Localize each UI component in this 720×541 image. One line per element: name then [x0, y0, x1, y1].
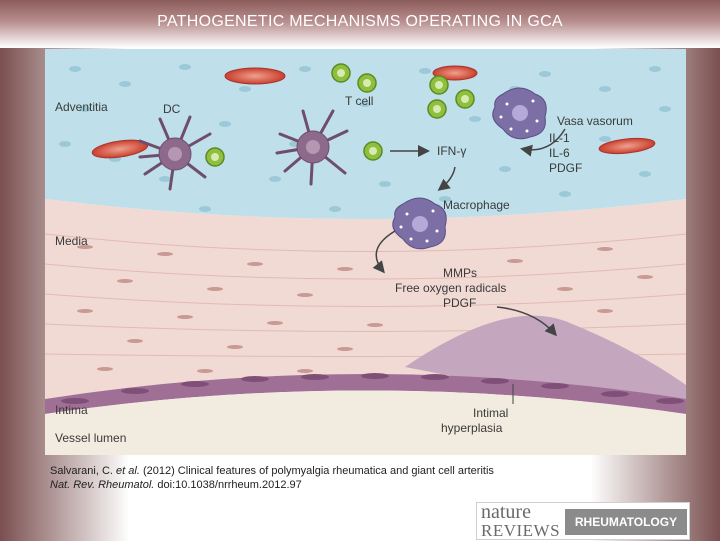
figure-citation: Salvarani, C. et al. (2012) Clinical fea…: [50, 464, 610, 492]
macrophage-media: [392, 197, 447, 250]
t-cell: [429, 75, 449, 95]
logo-journal-name: RHEUMATOLOGY: [565, 509, 687, 535]
t-cell: [205, 147, 225, 167]
red-blood-cell: [224, 67, 286, 85]
label-media: Media: [55, 234, 88, 248]
title-band: [0, 0, 720, 48]
t-cell: [455, 89, 475, 109]
citation-journal: Nat. Rev. Rheumatol.: [50, 479, 155, 491]
red-blood-cell: [598, 137, 656, 155]
label-intima: Intima: [55, 403, 88, 417]
label-vessel-lumen: Vessel lumen: [55, 431, 126, 445]
logo-nature-text: nature: [481, 501, 531, 523]
smooth-muscle-cells: [45, 233, 686, 357]
t-cell: [331, 63, 351, 83]
t-cell: [427, 99, 447, 119]
signaling-arrows: [372, 128, 566, 337]
citation-author: Salvarani, C.: [50, 465, 117, 477]
label-intimal: Intimal: [473, 406, 508, 420]
label-mmps: MMPs: [443, 266, 477, 280]
macrophage-to-mmps-arrow: [372, 230, 396, 274]
label-t-cell: T cell: [345, 94, 373, 108]
citation-line-2: Nat. Rev. Rheumatol. doi:10.1038/nrrheum…: [50, 478, 610, 492]
label-free-oxygen-radicals: Free oxygen radicals: [395, 281, 506, 295]
macrophage-to-cytokines-arrow: [520, 128, 566, 157]
label-pdgf-mid: PDGF: [443, 296, 476, 310]
citation-line-1: Salvarani, C. et al. (2012) Clinical fea…: [50, 464, 610, 478]
pathogenesis-figure: Adventitia DC T cell Vasa vasorum IL-1 I…: [45, 49, 686, 455]
t-cell: [363, 141, 383, 161]
macrophage-adventitia: [492, 87, 547, 140]
label-ifn-gamma: IFN-γ: [437, 144, 466, 158]
label-adventitia: Adventitia: [55, 100, 108, 114]
citation-title: (2012) Clinical features of polymyalgia …: [139, 465, 494, 477]
ifn-to-macrophage-arrow: [437, 166, 456, 191]
label-hyperplasia: hyperplasia: [441, 421, 503, 435]
citation-et-al: et al.: [116, 465, 140, 477]
red-blood-cell: [432, 65, 478, 81]
t-cells: [205, 63, 475, 167]
logo-reviews-text: REVIEWS: [481, 521, 561, 540]
smooth-muscle-nuclei: [77, 245, 653, 373]
label-vasa-vasorum: Vasa vasorum: [557, 114, 633, 128]
adventitia-cells: [59, 64, 671, 212]
vessel-lumen: [45, 390, 686, 455]
endothelial-cells: [61, 373, 684, 404]
dendritic-cell: [275, 109, 349, 186]
nature-reviews-logo: nature REVIEWS RHEUMATOLOGY: [476, 501, 690, 540]
t-cell: [357, 73, 377, 93]
label-il6: IL-6: [549, 146, 570, 160]
mediators-to-hyperplasia-arrow: [496, 306, 557, 337]
label-macrophage: Macrophage: [443, 198, 510, 212]
vasa-vasorum-vessels: [91, 65, 656, 159]
artery-wall-illustration: Adventitia DC T cell Vasa vasorum IL-1 I…: [45, 49, 686, 455]
label-il1: IL-1: [549, 131, 570, 145]
label-pdgf-top: PDGF: [549, 161, 582, 175]
slide-title: PATHOGENETIC MECHANISMS OPERATING IN GCA: [157, 13, 563, 30]
dendritic-cell: [138, 115, 212, 191]
label-dc: DC: [163, 102, 181, 116]
citation-doi: doi:10.1038/nrrheum.2012.97: [154, 479, 302, 491]
